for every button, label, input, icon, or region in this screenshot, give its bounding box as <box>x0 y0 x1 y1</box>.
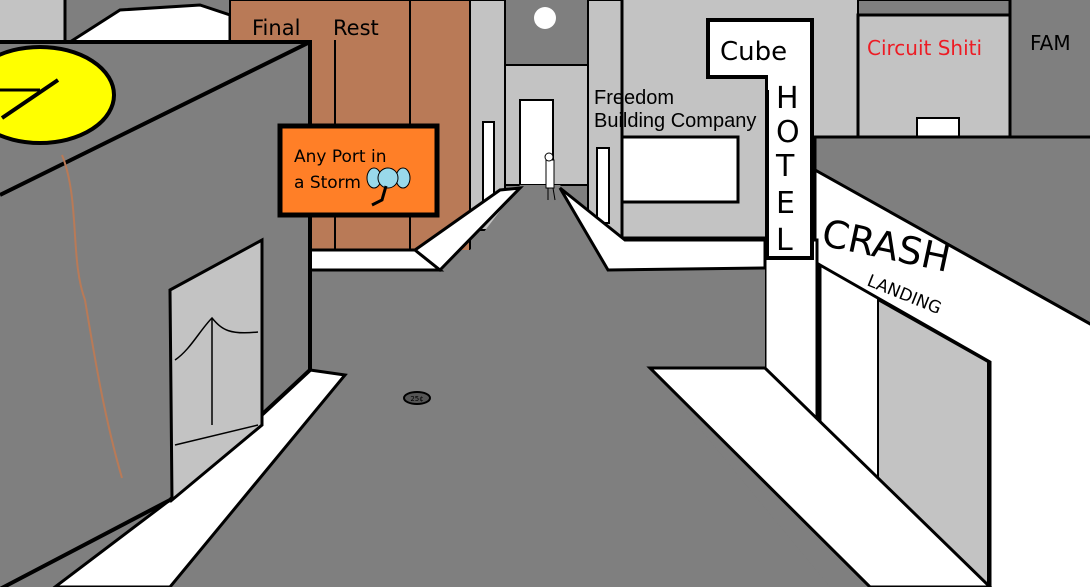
fam-building <box>1008 0 1090 142</box>
alley-door-right[interactable] <box>596 147 610 224</box>
moon <box>534 7 556 29</box>
crack <box>61 154 123 479</box>
final-sign-text: Final <box>252 16 300 40</box>
yellow-clock-sign <box>0 45 116 145</box>
sidewalk-right-front <box>646 366 993 587</box>
hotel-letter-t: T <box>775 149 795 184</box>
fam-sign: FAM <box>1030 31 1071 55</box>
left-window <box>168 237 264 504</box>
pedestrian-character[interactable] <box>544 152 556 201</box>
hotel-letter-l: L <box>776 223 793 258</box>
any-port-line1: Any Port in <box>294 147 386 167</box>
any-port-line2: a Storm <box>294 173 361 193</box>
freedom-sign-line2: Building Company <box>594 110 756 132</box>
cube-text: Cube <box>720 37 787 67</box>
manhole-label: 25¢ <box>410 395 423 403</box>
any-port-in-a-storm-sign <box>277 123 440 218</box>
freedom-sign-line1: Freedom <box>594 87 674 109</box>
street <box>150 185 830 587</box>
hotel-letter-o: O <box>776 115 800 150</box>
manhole[interactable] <box>403 391 431 405</box>
circuit-shiti-sign: Circuit Shiti <box>867 36 982 60</box>
far-left-building <box>0 0 65 45</box>
freedom-window <box>620 135 740 204</box>
clock-hand-icon <box>0 78 60 120</box>
elephant-icon <box>366 167 411 207</box>
rest-sign-text: Rest <box>333 16 379 40</box>
hotel-letter-e: E <box>776 186 795 221</box>
alley-door-left[interactable] <box>482 121 495 203</box>
hotel-letter-h: H <box>776 81 799 116</box>
